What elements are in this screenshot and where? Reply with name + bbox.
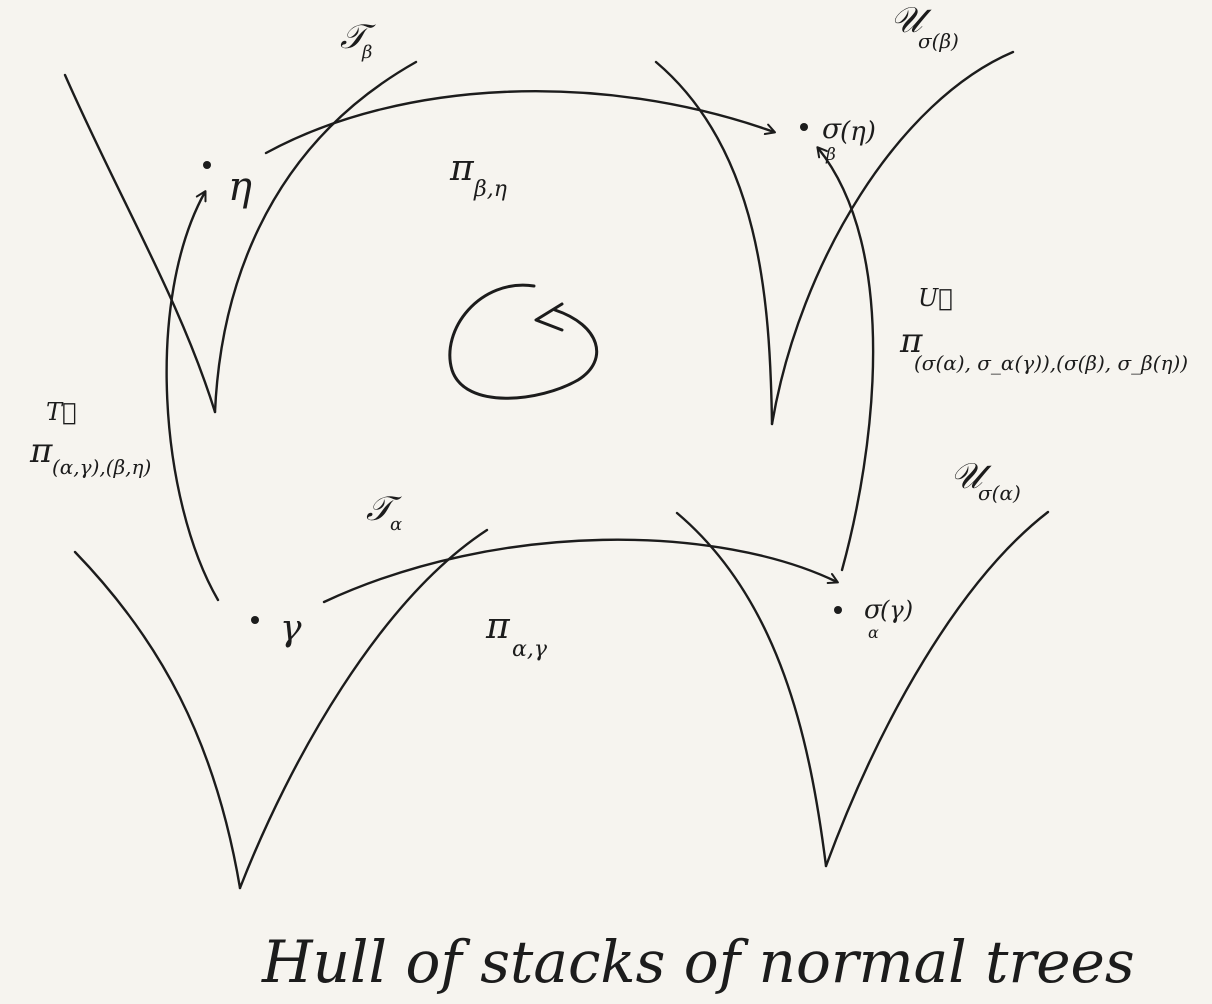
node-sigma-eta-dot [800,123,808,131]
pi-right-label: π [899,321,923,361]
tree-t-beta-sub: β [361,42,372,63]
pi-beta-eta-sub: β,η [473,177,507,202]
pi-alpha-gamma-sub: α,γ [512,637,548,662]
node-sigma-eta-label: σ [822,112,842,145]
node-gamma-label: γ [280,608,302,649]
tree-u-alpha-right-branch [824,510,1050,868]
tree-t-alpha-sub: α [390,514,402,535]
tree-u-alpha-left-branch [675,511,828,868]
pi-right-superscript: U⃗ [918,284,953,312]
arrow-pi-left [165,190,220,602]
commute-circle-icon [448,283,599,400]
node-sigma-gamma-arg: (γ) [880,596,913,624]
tree-u-alpha-sub: σ(α) [978,481,1021,505]
node-sigma-eta-arg: (η) [840,117,876,147]
node-sigma-gamma-dot [834,606,842,614]
node-sigma-gamma-sub: α [868,623,879,642]
tree-t-alpha-left-branch [73,550,242,890]
node-sigma-eta-sub: β [825,145,836,165]
tree-u-beta-left-branch [654,60,774,426]
pi-left-sub: (α,γ),(β,η) [52,455,151,479]
node-gamma-dot [251,616,259,624]
tree-u-beta-sub: σ(β) [918,29,959,53]
pi-left-superscript: T⃗ [46,398,76,426]
arrow-pi-alpha-gamma [322,538,839,604]
tree-t-beta-left-branch [63,73,217,414]
tree-u-beta-right-branch [770,50,1015,426]
diagram-caption: Hull of stacks of normal trees [261,928,1135,996]
node-eta-dot [203,161,211,169]
tree-t-alpha-right-branch [238,528,489,890]
commute-arrowhead [534,302,564,332]
arrow-pi-beta-eta [264,90,776,155]
pi-alpha-gamma-label: π [485,606,511,647]
pi-beta-eta-label: π [449,148,475,189]
pi-left-label: π [29,431,53,471]
node-sigma-gamma-label: σ [864,595,883,625]
arrow-pi-right [816,146,875,572]
pi-right-sub: (σ(α), σ_α(γ)),(σ(β), σ_β(η)) [914,351,1188,375]
node-eta-label: η [228,164,252,210]
tree-t-beta-right-branch [213,60,418,414]
